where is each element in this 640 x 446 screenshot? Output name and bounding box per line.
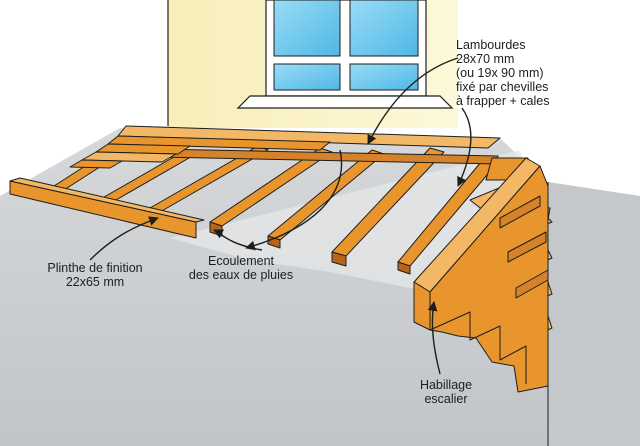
label-plinthe: Plinthe de finition 22x65 mm [20, 261, 170, 289]
label-ecoulement-line: des eaux de pluies [188, 268, 294, 282]
joist-front [331, 251, 347, 267]
arrow-lambourdes-1 [367, 57, 459, 145]
stair-cladding [413, 157, 553, 393]
label-habillage: Habillage escalier [404, 378, 488, 406]
label-lambourdes-line: fixé par chevilles [456, 80, 549, 94]
label-ecoulement-line: Ecoulement [207, 254, 274, 268]
label-lambourdes: Lambourdes 28x70 mm (ou 19x 90 mm) fixé … [456, 38, 549, 108]
window [236, 0, 454, 109]
label-plinthe-line: 22x65 mm [65, 275, 125, 289]
label-lambourdes-line: à frapper + cales [456, 94, 550, 108]
label-plinthe-line: Plinthe de finition [47, 261, 143, 275]
label-habillage-line: Habillage [419, 378, 473, 392]
deck-boards [69, 125, 501, 169]
label-ecoulement: Ecoulement des eaux de pluies [176, 254, 306, 282]
arrow-plinthe [89, 216, 159, 261]
leader-arrows [89, 57, 472, 375]
label-lambourdes-line: Lambourdes [456, 38, 526, 52]
joist-front [397, 261, 411, 275]
arrow-ecoulement-2 [245, 149, 343, 251]
label-habillage-line: escalier [424, 392, 468, 406]
arrow-habillage [427, 301, 441, 375]
arrow-lambourdes-2 [457, 107, 472, 187]
label-lambourdes-line: 28x70 mm [456, 52, 515, 66]
label-lambourdes-line: (ou 19x 90 mm) [456, 66, 544, 80]
